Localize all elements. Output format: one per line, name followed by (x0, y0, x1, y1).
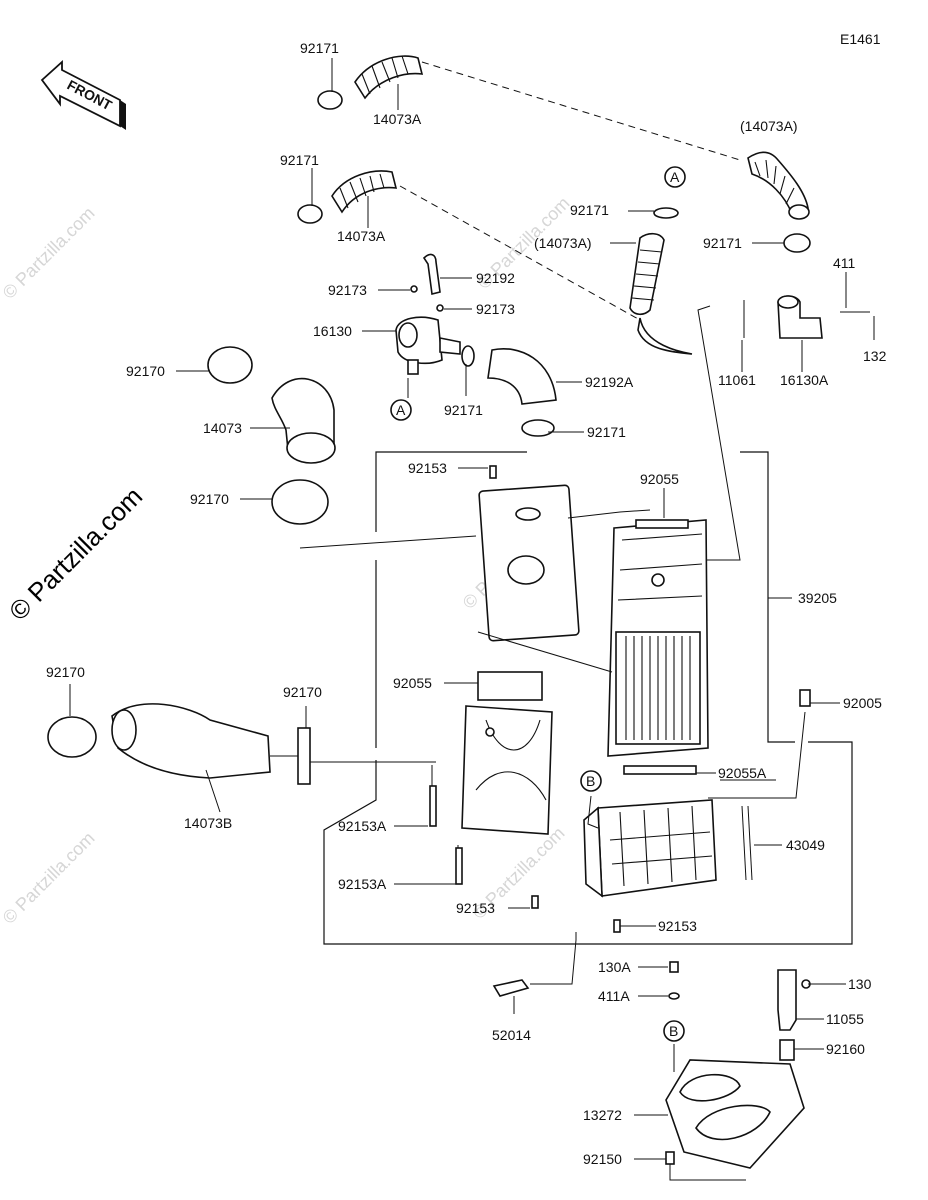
callout-label: 16130A (780, 372, 829, 388)
callout-label: 92171 (280, 152, 319, 168)
callout-label: A (670, 169, 680, 185)
callout-label: 13272 (583, 1107, 622, 1123)
callout-label: 130 (848, 976, 872, 992)
callout-label: 92153 (456, 900, 495, 916)
reference-marker-a-top: A (664, 166, 686, 188)
callout-label: 11055 (826, 1011, 864, 1027)
callout-label: 130A (598, 959, 631, 975)
reference-marker-b-top: B (580, 770, 602, 792)
callout-label: 92055A (718, 765, 767, 781)
callout-label: 14073 (203, 420, 242, 436)
hose-14073a-right (747, 151, 811, 253)
callout-label: 92171 (703, 235, 742, 251)
callout-label: 14073B (184, 815, 232, 831)
callout-label: 16130 (313, 323, 352, 339)
hose-14073a-middle (297, 170, 398, 224)
callout-label: 411A (598, 988, 630, 1004)
duct-14073 (207, 346, 336, 525)
callout-label: 92153 (658, 918, 697, 934)
callout-label: 92150 (583, 1151, 622, 1167)
callout-label: 14073A (337, 228, 386, 244)
callout-label: (14073A) (740, 118, 798, 134)
callout-label: 92173 (476, 301, 515, 317)
callout-label: 11061 (718, 372, 756, 388)
cover-plate-lower (431, 631, 613, 880)
front-arrow-icon: FRONT (40, 59, 126, 130)
leader-lines (69, 58, 875, 1181)
faint-watermark-1: © Partzilla.com (0, 203, 99, 303)
callout-label: A (396, 402, 406, 418)
partzilla-watermark: © Partzilla.com (3, 481, 148, 626)
callout-label: 92005 (843, 695, 882, 711)
callout-label: 52014 (492, 1027, 531, 1043)
fitting-16130a (743, 295, 870, 339)
lower-tray (583, 799, 753, 898)
callout-label: B (586, 773, 595, 789)
reference-marker-a-bottom: A (390, 399, 412, 421)
vent-tube-92192 (410, 253, 444, 312)
callout-label: 92173 (328, 282, 367, 298)
callout-label: 92171 (300, 40, 339, 56)
cover-plate-upper (299, 484, 651, 642)
callout-label: 92170 (126, 363, 165, 379)
hose-14073a-upper (317, 55, 741, 321)
callout-label: 39205 (798, 590, 837, 606)
callout-label: 92171 (587, 424, 626, 440)
callout-label: 92192 (476, 270, 515, 286)
callout-label: (14073A) (534, 235, 592, 251)
assembly-frame (323, 451, 853, 945)
callout-label: B (669, 1023, 678, 1039)
fitting-92005 (708, 689, 811, 799)
diagram-code: E1461 (840, 31, 881, 47)
callout-label: 92171 (570, 202, 609, 218)
callout-label: 92055 (393, 675, 432, 691)
callout-label: 132 (863, 348, 887, 364)
callout-label: 92171 (444, 402, 483, 418)
callout-label: 92153A (338, 818, 387, 834)
hose-14073a-vertical (629, 207, 693, 355)
faint-watermark-4: © Partzilla.com (0, 828, 99, 928)
callout-label: 92153 (408, 460, 447, 476)
callout-label: 92170 (46, 664, 85, 680)
callout-label: 14073A (373, 111, 422, 127)
plate-13272 (665, 1059, 805, 1169)
callout-label: 92153A (338, 876, 387, 892)
callout-label: 92170 (283, 684, 322, 700)
bracket-11055 (777, 969, 811, 1061)
callout-label: 92160 (826, 1041, 865, 1057)
duct-14073b (47, 703, 436, 785)
intercooler-core (607, 519, 709, 775)
callout-label: 43049 (786, 837, 825, 853)
valve-16130 (395, 316, 475, 375)
callout-label: 411 (833, 255, 856, 271)
callout-labels: 92171 14073A (14073A) 92171 14073A A 921… (46, 40, 887, 1167)
callout-label: 92170 (190, 491, 229, 507)
elbow-92192a (487, 348, 557, 437)
callout-label: 92055 (640, 471, 679, 487)
reference-marker-b-bottom: B (663, 1020, 685, 1042)
callout-label: 92192A (585, 374, 634, 390)
hardware (429, 465, 680, 1165)
